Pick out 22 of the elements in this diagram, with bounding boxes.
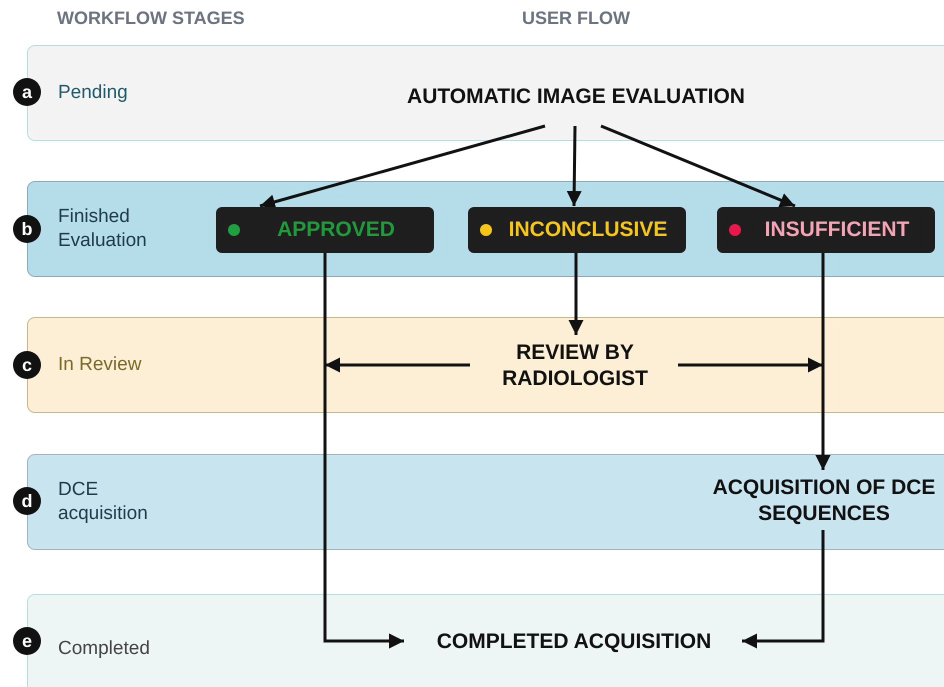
stage-letter-badge: b xyxy=(13,215,41,243)
column-header: USER FLOW xyxy=(521,8,631,29)
stage-name: Pending xyxy=(58,81,129,105)
status-pill xyxy=(216,207,434,253)
step-label: REVIEW BY RADIOLOGIST xyxy=(471,336,679,396)
column-header: WORKFLOW STAGES xyxy=(57,8,245,29)
status-label: INSUFFICIENT xyxy=(764,218,910,242)
step-label: COMPLETED ACQUISITION xyxy=(405,625,743,659)
stage-letter-badge: a xyxy=(13,78,41,106)
stage-name: In Review xyxy=(58,353,142,377)
stage-letter-badge: c xyxy=(13,351,41,379)
stage-letter-badge: d xyxy=(13,487,41,515)
status-label: INCONCLUSIVE xyxy=(508,218,668,242)
status-pill xyxy=(717,207,935,253)
step-label: AUTOMATIC IMAGE EVALUATION xyxy=(361,67,791,127)
step-label: ACQUISITION OF DCE SEQUENCES xyxy=(707,471,941,531)
stage-name: Completed xyxy=(58,637,151,661)
stage-name: Finished Evaluation xyxy=(58,205,148,253)
stage-name: DCE acquisition xyxy=(58,478,149,526)
status-label: APPROVED xyxy=(276,218,396,242)
status-pill xyxy=(468,207,686,253)
stage-letter-badge: e xyxy=(13,627,41,655)
